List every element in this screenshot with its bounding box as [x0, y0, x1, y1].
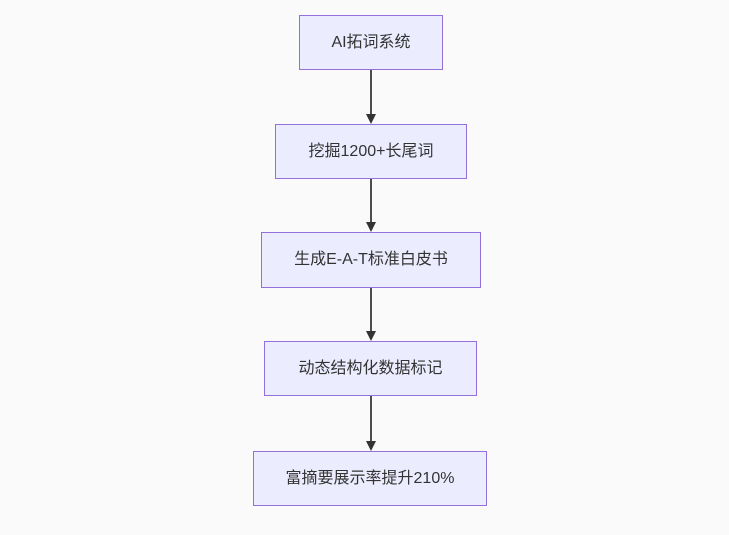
flow-arrow-3: [366, 288, 376, 341]
flow-arrow-1: [366, 70, 376, 124]
node-label: 挖掘1200+长尾词: [308, 142, 434, 160]
node-label: 动态结构化数据标记: [298, 359, 443, 377]
flow-node-ai-expansion-system: AI拓词系统: [299, 15, 443, 70]
flow-arrow-2: [366, 179, 376, 232]
node-label: AI拓词系统: [331, 33, 411, 51]
flow-node-longtail-mining: 挖掘1200+长尾词: [275, 124, 467, 179]
flow-node-structured-data-markup: 动态结构化数据标记: [264, 341, 477, 396]
flow-node-rich-snippet-result: 富摘要展示率提升210%: [253, 451, 487, 506]
node-label: 富摘要展示率提升210%: [285, 469, 455, 487]
flow-arrow-4: [366, 396, 376, 451]
flow-node-eat-whitepaper: 生成E-A-T标准白皮书: [261, 232, 481, 288]
node-label: 生成E-A-T标准白皮书: [294, 251, 448, 269]
